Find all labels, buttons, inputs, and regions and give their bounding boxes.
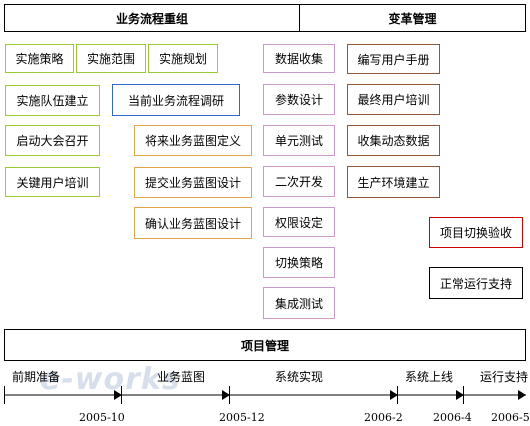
box-production-environment-setup: 生产环境建立 xyxy=(347,166,440,198)
box-end-user-training: 最终用户培训 xyxy=(347,84,440,115)
box-data-collection: 数据收集 xyxy=(263,44,335,73)
box-collect-dynamic-data: 收集动态数据 xyxy=(347,125,440,156)
box-implementation-plan: 实施规划 xyxy=(148,44,218,73)
change-management-header: 变革管理 xyxy=(299,4,526,32)
box-secondary-development: 二次开发 xyxy=(263,166,335,197)
date-2005-12: 2005-12 xyxy=(219,411,265,424)
box-kickoff-meeting: 启动大会召开 xyxy=(5,125,100,156)
milestone-marker-2 xyxy=(222,390,230,400)
bpr-header: 业务流程重组 xyxy=(4,4,300,32)
box-unit-testing: 单元测试 xyxy=(263,125,335,156)
box-normal-operation-support: 正常运行支持 xyxy=(429,267,523,299)
box-implementation-scope: 实施范围 xyxy=(76,44,146,73)
project-management-header: 项目管理 xyxy=(4,329,526,361)
date-2006-2: 2006-2 xyxy=(364,411,403,424)
box-key-user-training: 关键用户培训 xyxy=(5,167,100,197)
timeline-end-arrow xyxy=(518,390,526,400)
box-future-blueprint-definition: 将来业务蓝图定义 xyxy=(134,125,252,156)
e-works-watermark: e-works xyxy=(40,362,181,397)
date-2006-4: 2006-4 xyxy=(433,411,472,424)
box-confirm-blueprint-design: 确认业务蓝图设计 xyxy=(134,207,252,239)
box-current-process-survey: 当前业务流程调研 xyxy=(112,84,240,116)
phase-business-blueprint: 业务蓝图 xyxy=(157,370,206,384)
phase-system-realization: 系统实现 xyxy=(275,370,324,384)
box-parameter-design: 参数设计 xyxy=(263,84,335,115)
phase-preparation: 前期准备 xyxy=(12,370,61,384)
box-cutover-strategy: 切换策略 xyxy=(263,247,335,278)
phase-operation-support: 运行支持 xyxy=(480,370,529,384)
box-integration-testing: 集成测试 xyxy=(263,287,335,319)
box-permission-setup: 权限设定 xyxy=(263,207,335,237)
box-write-user-manual: 编写用户手册 xyxy=(347,44,440,74)
box-submit-blueprint-design: 提交业务蓝图设计 xyxy=(134,167,252,198)
phase-go-live: 系统上线 xyxy=(405,370,454,384)
milestone-marker-3 xyxy=(390,390,398,400)
date-2006-5: 2006-5 xyxy=(491,411,530,424)
box-project-cutover-acceptance: 项目切换验收 xyxy=(429,217,523,248)
box-team-setup: 实施队伍建立 xyxy=(5,85,100,116)
box-implementation-strategy: 实施策略 xyxy=(5,44,74,73)
date-2005-10: 2005-10 xyxy=(79,411,125,424)
milestone-marker-4 xyxy=(456,390,464,400)
